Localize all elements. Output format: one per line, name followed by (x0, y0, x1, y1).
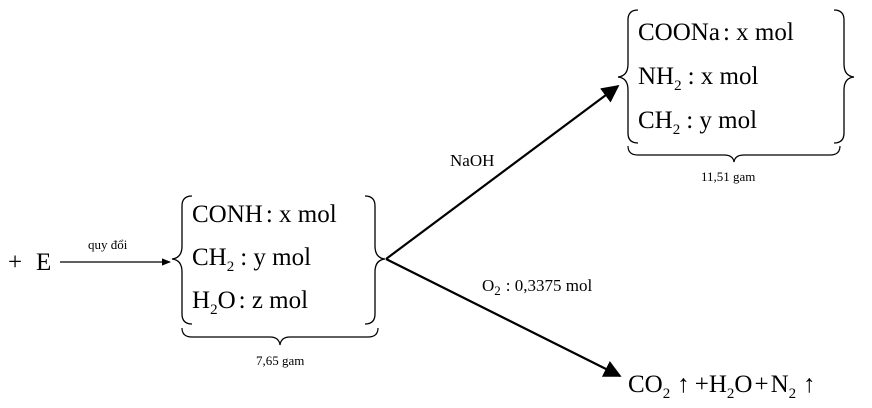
amount-salt-ch2: : y mol (686, 107, 757, 134)
amount-coona: : x mol (723, 19, 794, 46)
left-row-ch2: CH2 : y mol (192, 244, 311, 275)
left-brace-open (171, 195, 193, 325)
o2-amount: : 0,3375 mol (506, 276, 593, 295)
sub-h2o: 2 (210, 302, 218, 318)
sub-salt-ch2: 2 (673, 122, 681, 138)
co2-formula: CO (628, 371, 663, 398)
left-underbrace (181, 327, 379, 346)
salt-row-nh2: NH2 : x mol (638, 63, 759, 94)
gas-up-arrow-2: ↑ (803, 371, 816, 398)
formula-nh: NH (638, 63, 674, 90)
formula-conh: CONH (192, 201, 263, 228)
o2-formula: O (482, 276, 494, 295)
amount-ch2: : y mol (240, 244, 311, 271)
salt-brace-open (617, 9, 639, 144)
left-brace-close (364, 195, 386, 325)
plus-sign: + (8, 249, 22, 276)
formula-coona: COONa (638, 19, 720, 46)
formula-salt-ch: CH (638, 107, 673, 134)
h2o-sub: 2 (727, 386, 735, 402)
n2-formula: N (771, 371, 789, 398)
h2o-formula-o: O (734, 371, 752, 398)
formula-o: O (218, 287, 236, 314)
plus-sign-2: + (754, 371, 768, 398)
salt-row-coona: COONa: x mol (638, 19, 794, 46)
left-total-mass: 7,65 gam (256, 353, 304, 368)
salt-row-ch2: CH2 : y mol (638, 107, 757, 138)
combustion-products: CO2↑+H2O+N2↑ (628, 371, 816, 402)
salt-underbrace (627, 145, 841, 163)
amount-conh: : x mol (266, 201, 337, 228)
reactant-e: E (36, 249, 51, 276)
n2-sub: 2 (789, 386, 797, 402)
sub-nh2: 2 (674, 78, 682, 94)
o2-label: O2 : 0,3375 mol (482, 276, 592, 298)
naoh-arrow (385, 84, 620, 260)
left-row-conh: CONH: x mol (192, 201, 337, 228)
amount-nh2: : x mol (688, 63, 759, 90)
o2-sub: 2 (494, 283, 501, 298)
formula-ch: CH (192, 244, 227, 271)
gas-up-arrow-1: ↑ (677, 371, 690, 398)
convert-label: quy đổi (88, 237, 128, 252)
left-row-h2o: H2O: z mol (192, 287, 308, 318)
naoh-label: NaOH (450, 151, 494, 170)
salt-total-mass: 11,51 gam (701, 169, 755, 184)
plus-sign-1: + (695, 371, 709, 398)
salt-brace-close (833, 9, 855, 144)
amount-h2o: : z mol (239, 287, 308, 314)
h2o-formula-h: H (709, 371, 727, 398)
co2-sub: 2 (663, 386, 671, 402)
o2-arrow (385, 258, 622, 377)
formula-h: H (192, 287, 210, 314)
sub-ch2: 2 (227, 259, 235, 275)
